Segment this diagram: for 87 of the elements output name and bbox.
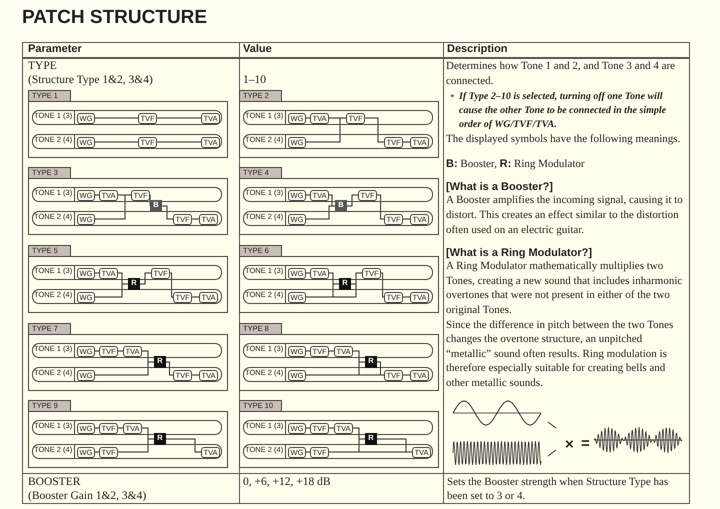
connector-line <box>166 438 202 452</box>
structure-panel <box>28 90 228 158</box>
connector-line <box>402 218 410 220</box>
connector-line <box>192 296 200 298</box>
connector-line <box>305 272 310 274</box>
connector-line <box>402 296 410 298</box>
parameter-note: (Booster Gain 1&2, 3&4) <box>28 489 146 503</box>
connector-line <box>162 206 174 220</box>
structure-panel <box>239 245 439 313</box>
description-text: Since the difference in pitch between the two Tones changes the overtone structure, an unpitched “metallic” sound often results. Ring modulation is therefore especially suitable for creating bells and other metallic sounds. <box>446 318 674 390</box>
connector-line <box>94 350 100 352</box>
parameter-name: TYPE <box>28 59 57 73</box>
page-title: PATCH STRUCTURE <box>22 6 208 30</box>
structure-panel <box>28 245 228 313</box>
parameter-note: (Structure Type 1&2, 3&4) <box>28 73 153 87</box>
connector-line <box>402 374 410 376</box>
connector-line <box>380 272 384 298</box>
column-header: Parameter <box>28 43 82 55</box>
connector-line <box>94 362 154 376</box>
connector-line <box>94 194 132 220</box>
tone-lane <box>243 343 433 358</box>
tone-lane <box>32 343 222 358</box>
description-text: Sets the Booster strength when Structure Type has been set to 3 or 4. <box>447 475 670 503</box>
column-header: Description <box>447 43 508 55</box>
tone-lane <box>243 187 433 202</box>
tone-lane <box>243 444 433 459</box>
connector-line <box>305 118 346 142</box>
times-sign: × <box>565 438 574 452</box>
description-text: A Booster amplifies the incoming signal, causing it to distort. This creates an effect similar to the distortion often used on an electric guitar. <box>446 193 684 238</box>
tone-lane <box>32 420 222 435</box>
connector-line <box>118 438 154 452</box>
connector-line <box>305 350 310 352</box>
connector-line <box>328 350 334 352</box>
connector-line <box>94 284 128 298</box>
connector-line <box>94 194 100 196</box>
footnote-mark: * <box>450 91 456 104</box>
connector-line <box>376 438 412 452</box>
parameter-name: BOOSTER <box>28 475 80 489</box>
tone-lane <box>243 265 433 280</box>
tone-lane <box>32 367 222 382</box>
tone-lane <box>32 187 222 202</box>
section-heading: [What is a Ring Modulator?] <box>446 247 594 260</box>
connector-line <box>376 194 384 220</box>
symbol-legend-text: B: Booster, R: Ring Modulator <box>446 156 586 172</box>
note-text: If Type 2–10 is selected, turning off one Tone will cause the other Tone to be connected in the simple order of WG/TVF/TVA. <box>459 90 668 132</box>
value-range: 1–10 <box>243 73 266 87</box>
connector-line <box>305 194 310 196</box>
connector-line <box>170 272 174 298</box>
tone-lane <box>243 420 433 435</box>
connector-line <box>350 272 362 284</box>
tone-lane <box>32 211 222 226</box>
structure-panel <box>239 90 439 158</box>
tone-lane <box>32 265 222 280</box>
tone-lane <box>243 134 433 149</box>
structure-panel <box>239 323 439 391</box>
connector-line <box>346 194 358 206</box>
connector-line <box>376 362 384 376</box>
connector-line <box>140 272 152 284</box>
connector-line <box>166 362 174 376</box>
tone-lane <box>243 367 433 382</box>
description-text: The displayed symbols have the following meanings. <box>446 132 682 147</box>
connector-line <box>328 194 336 206</box>
structure-panel <box>239 400 439 468</box>
section-heading: [What is a Booster?] <box>446 181 554 194</box>
tone-lane <box>32 289 222 304</box>
tone-lane <box>243 211 433 226</box>
connector-line <box>150 194 151 206</box>
equals-sign: = <box>581 437 590 451</box>
structure-panel <box>28 167 228 235</box>
connector-line <box>192 374 200 376</box>
tone-lane <box>32 134 222 149</box>
connector-line <box>118 350 124 352</box>
structure-panel <box>239 167 439 235</box>
description-text: A Ring Modulator mathematically multiplies two Tones, creating a new sound that includes inharmonic overtones that were not present in either of the two original Tones. <box>446 259 684 318</box>
tone-lane <box>243 110 433 125</box>
connector-line <box>364 118 384 142</box>
tone-lane <box>32 110 222 125</box>
connector-line <box>305 206 336 220</box>
connector-line <box>192 218 200 220</box>
description-text: Determines how Tone 1 and 2, and Tone 3 and 4 are connected. <box>446 59 676 88</box>
structure-panel <box>28 323 228 391</box>
value-range: 0, +6, +12, +18 dB <box>243 475 331 489</box>
tone-lane <box>243 289 433 304</box>
connector-line <box>94 272 100 274</box>
structure-panel <box>28 400 228 468</box>
column-header: Value <box>243 43 272 55</box>
tone-lane <box>32 444 222 459</box>
